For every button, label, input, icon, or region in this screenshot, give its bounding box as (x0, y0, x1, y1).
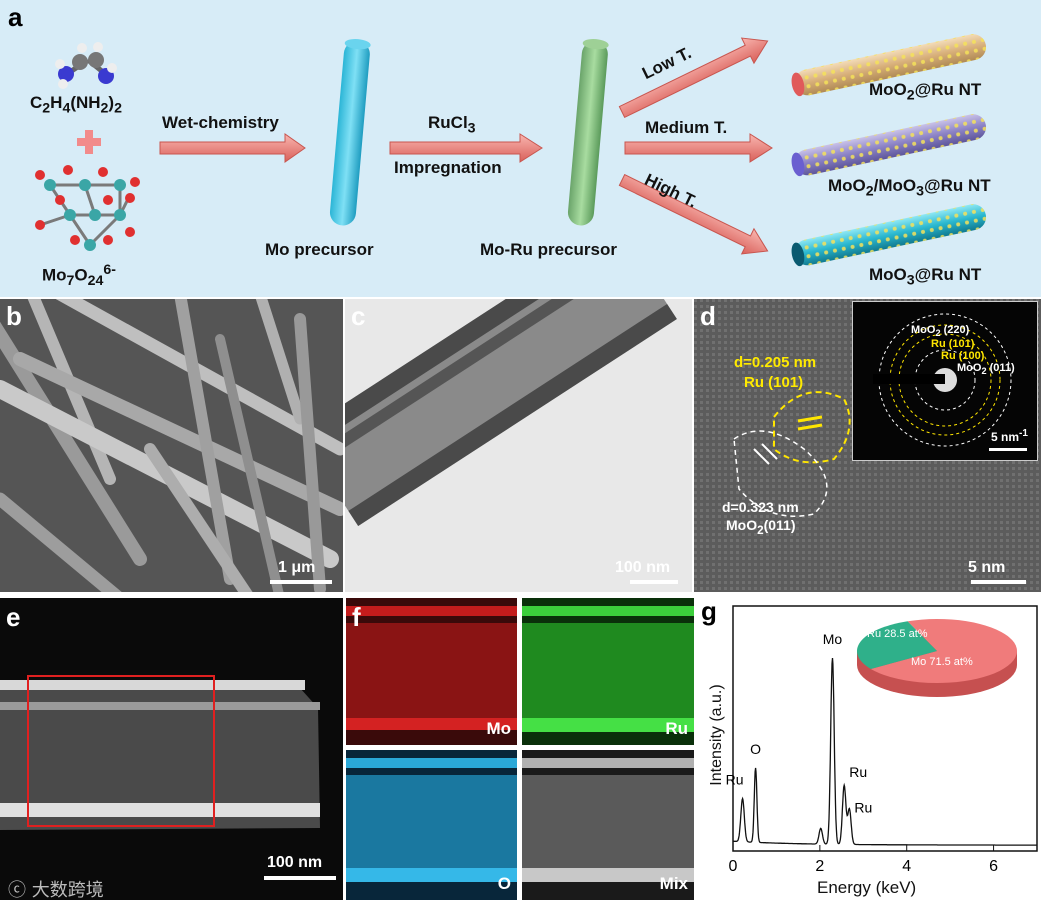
step-wet-chemistry: Wet-chemistry (162, 113, 279, 133)
eds-map-o: O (346, 750, 517, 900)
panel-label-b: b (6, 301, 22, 332)
peak-label: Ru (726, 772, 744, 788)
arrow-high-temperature-icon (616, 167, 774, 263)
panel-label-e: e (6, 602, 20, 633)
saed-ring-moo2-220: MoO2 (220) (911, 324, 969, 338)
eds-map-mix: Mix (522, 750, 694, 900)
pie-label-mo: Mo 71.5 at% (911, 656, 973, 668)
product-moo3-ru-nt: MoO3@Ru NT (869, 265, 981, 288)
saed-ring-ru-100: Ru (100) (941, 350, 984, 362)
step-rucl3: RuCl3 (428, 113, 476, 136)
saed-ring-moo2-011: MoO2 (011) (957, 362, 1015, 376)
scale-bar-d (971, 580, 1026, 584)
x-tick-label: 4 (902, 858, 911, 875)
saed-scale-label: 5 nm-1 (991, 428, 1028, 444)
saed-ring-ru-101: Ru (101) (931, 338, 974, 350)
x-tick-label: 6 (989, 858, 998, 875)
x-tick-label: 2 (815, 858, 824, 875)
eds-map-ru: Ru (522, 598, 694, 745)
mo-ru-precursor-label: Mo-Ru precursor (480, 240, 617, 260)
step-impregnation: Impregnation (394, 158, 502, 178)
schematic-panel: a C2H4(NH2)2 Mo7O246- Wet-chemistry Mo p… (0, 0, 1041, 297)
x-tick-label: 0 (729, 858, 738, 875)
pie-label-ru: Ru 28.5 at% (867, 628, 928, 640)
arrow-wet-chemistry-icon (160, 134, 305, 162)
ru-plane-annotation: Ru (101) (744, 374, 803, 391)
x-axis-label: Energy (keV) (817, 878, 916, 898)
saed-scale-bar (989, 448, 1027, 451)
panel-label-d: d (700, 301, 716, 332)
peak-label: Ru (854, 800, 872, 816)
moo2-plane-annotation: MoO2(011) (726, 517, 796, 537)
watermark-label: 大数跨境 (32, 880, 104, 901)
haadf-image-panel: e 100 nm (0, 598, 343, 900)
sem-nanotube-bundle-image (0, 299, 343, 592)
y-axis-label-text: Intensity (a.u.) (708, 684, 726, 785)
scale-label-c: 100 nm (615, 559, 670, 577)
condition-medium-t: Medium T. (645, 118, 727, 138)
product-moo2-moo3-ru-nt: MoO2/MoO3@Ru NT (828, 176, 991, 199)
tem-image-panel: c 100 nm (345, 299, 692, 592)
mo-ru-precursor-rod-icon (567, 38, 609, 227)
peak-label: Mo (823, 631, 843, 647)
scale-label-b: 1 μm (278, 559, 315, 577)
reagent-ethylenediamine: C2H4(NH2)2 (30, 93, 122, 116)
arrow-low-temperature-icon (616, 28, 774, 124)
peak-label: Ru (849, 764, 867, 780)
ethylenediamine-molecule-icon (55, 42, 117, 89)
peak-label: O (750, 741, 761, 757)
product-moo2-ru-nt: MoO2@Ru NT (869, 80, 981, 103)
reagent-molybdate: Mo7O246- (42, 262, 116, 289)
scale-label-e: 100 nm (267, 854, 322, 872)
watermark-text: ⓒ 大数跨境 (8, 876, 104, 902)
scale-bar-b (270, 580, 332, 584)
arrow-medium-temperature-icon (625, 134, 772, 162)
eds-maps-panel: Mo Ru O Mix f (346, 598, 694, 900)
tem-single-nanotube-image (345, 299, 692, 592)
scale-label-d: 5 nm (968, 559, 1005, 577)
eds-map-label-ru: Ru (665, 719, 688, 739)
sem-image-panel: b 1 μm (0, 299, 343, 592)
hrtem-image-panel: d d=0.205 nm Ru (101) d=0.323 nm MoO2(01… (694, 299, 1041, 592)
mo-precursor-label: Mo precursor (265, 240, 374, 260)
eds-map-label-o: O (498, 874, 511, 894)
eds-map-label-mix: Mix (660, 874, 688, 894)
scale-bar-c (630, 580, 678, 584)
moo3-ru-nanotube-icon (789, 202, 988, 269)
molybdate-cluster-icon (35, 165, 140, 251)
moo2-d-spacing-annotation: d=0.323 nm (722, 499, 799, 515)
panel-label-a: a (8, 2, 22, 33)
plus-icon (77, 130, 101, 154)
scale-bar-e (264, 876, 336, 880)
ru-d-spacing-annotation: d=0.205 nm (734, 354, 816, 371)
panel-label-f: f (352, 602, 361, 633)
moo2-moo3-ru-nanotube-icon (789, 112, 988, 179)
saed-inset: MoO2 (220) Ru (101) Ru (100) MoO2 (011) … (852, 301, 1038, 461)
mo-precursor-rod-icon (329, 38, 371, 227)
eds-map-mo: Mo (346, 598, 517, 745)
y-axis-label: Intensity (a.u.) (708, 715, 726, 755)
panel-label-c: c (351, 301, 365, 332)
eds-map-label-mo: Mo (486, 719, 511, 739)
